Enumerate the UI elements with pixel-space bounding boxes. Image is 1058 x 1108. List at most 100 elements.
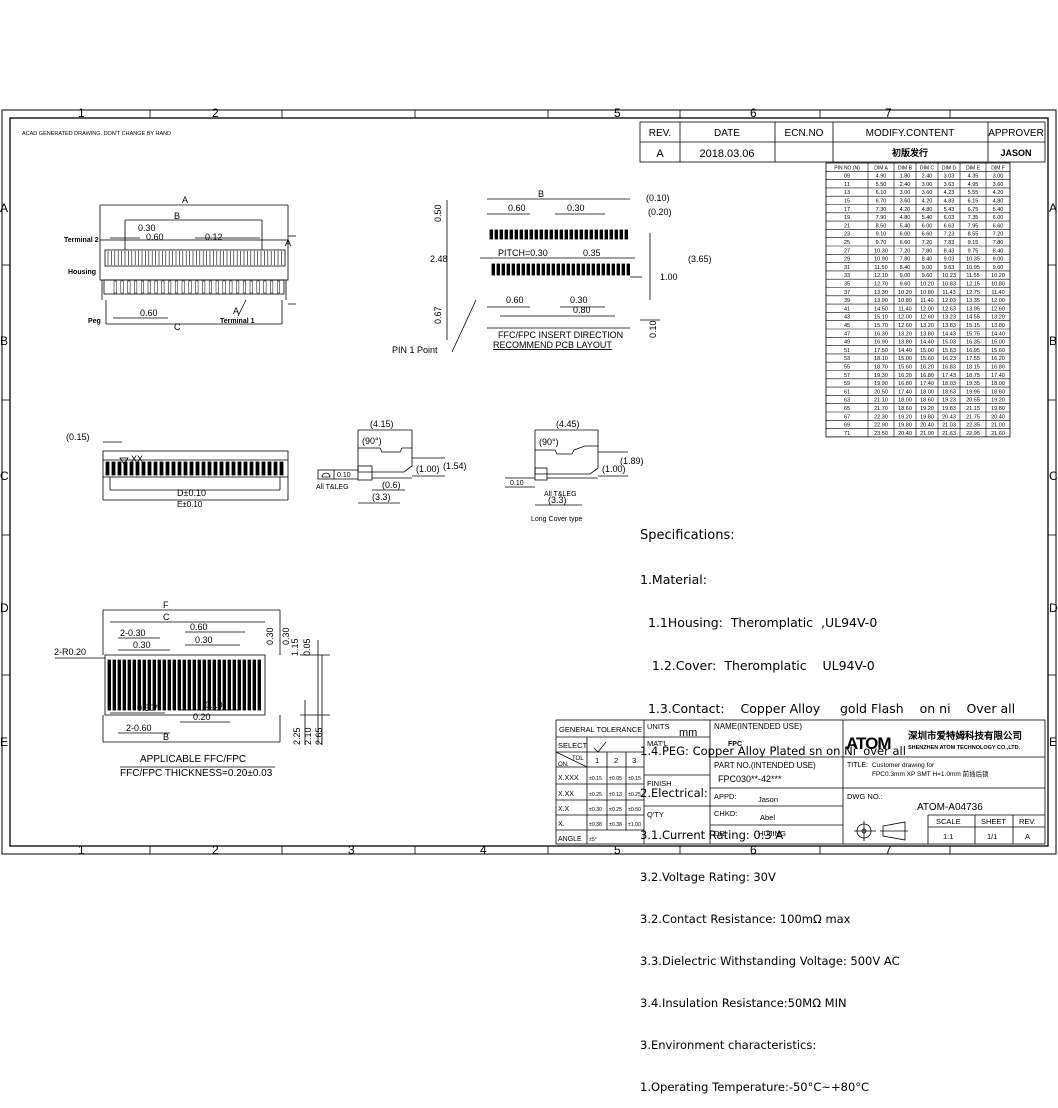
side1-angle: (90°) xyxy=(362,436,382,446)
pin-table-cell: 17.40 xyxy=(898,389,912,395)
row-label-left: A xyxy=(0,201,8,215)
pin-table-cell: 20.40 xyxy=(920,423,934,429)
pin-table-cell: 7.20 xyxy=(993,232,1004,238)
front-view xyxy=(102,441,289,501)
pin-table-cell: 9.10 xyxy=(876,232,887,238)
ffc-finger xyxy=(147,659,151,711)
pin-table-cell: 19.95 xyxy=(966,389,980,395)
pcb-dim-100: 1.00 xyxy=(660,272,678,282)
row-label-left: B xyxy=(0,334,8,348)
pin-table-cell: 18.60 xyxy=(991,389,1005,395)
terminal-lead xyxy=(181,280,185,294)
section-a2: A xyxy=(233,306,239,316)
pin-table-cell: 16.20 xyxy=(991,356,1005,362)
ffc-finger xyxy=(132,659,136,711)
tol-col-3: 3 xyxy=(632,756,636,765)
front-pin xyxy=(243,461,248,476)
pin-table-cell: 15.63 xyxy=(942,348,956,354)
pcb-dim-b: B xyxy=(538,189,544,199)
pin-table-cell: 22.90 xyxy=(874,423,888,429)
rev-value: A xyxy=(656,148,664,160)
ffc-finger xyxy=(247,659,251,711)
pcb-dim-080: 0.80 xyxy=(573,305,591,315)
pin-table-cell: 13.95 xyxy=(966,306,980,312)
pin-table-cell: 16.83 xyxy=(942,365,956,371)
front-pin xyxy=(117,461,122,476)
pin-table-cell: 13.20 xyxy=(920,323,934,329)
tolerance-cell: ANGLE xyxy=(558,836,582,843)
pcb-dim-060b: 0.60 xyxy=(506,295,524,305)
pin-table-cell: 9.00 xyxy=(900,273,911,279)
pin-table-cell: 19.23 xyxy=(942,398,956,404)
pin-table-cell: 47 xyxy=(844,331,850,337)
row-label-right: D xyxy=(1049,601,1058,615)
spec-line: 3.Environment characteristics: xyxy=(640,1038,817,1052)
pin-table-cell: 7.80 xyxy=(922,248,933,254)
pcb-dim-365: (3.65) xyxy=(688,254,712,264)
pin-table-cell: 51 xyxy=(844,348,850,354)
pin-table-header: PIN NO.(N) xyxy=(834,165,860,171)
pin-table-cell: 35 xyxy=(844,282,850,288)
pcb-pad xyxy=(514,229,518,240)
pcb-pad xyxy=(626,263,630,276)
units-value: mm xyxy=(679,727,697,739)
ffc-finger xyxy=(197,659,201,711)
front-pin xyxy=(249,461,254,476)
pin-table-cell: 16.95 xyxy=(966,348,980,354)
dr-label: DR: xyxy=(714,829,727,838)
pcb-pad xyxy=(499,229,503,240)
pcb-pad xyxy=(549,229,553,240)
pin-table-cell: 4.83 xyxy=(944,199,955,205)
terminal-lead xyxy=(161,280,165,294)
terminal-lead xyxy=(256,280,260,294)
pin-table-cell: 3.00 xyxy=(922,182,933,188)
spec-line: 3.2.Contact Resistance: 100mΩ max xyxy=(640,912,851,926)
side2-dim-445: (4.45) xyxy=(556,419,580,429)
chkd-label: CHKD: xyxy=(714,809,737,818)
side2-angle: (90°) xyxy=(539,437,559,447)
ffc-finger xyxy=(232,659,236,711)
row-label-right: A xyxy=(1049,201,1057,215)
pcb-pad xyxy=(599,229,603,240)
pin-table-cell: 23 xyxy=(844,232,850,238)
col-label-top: 2 xyxy=(212,106,219,120)
ffc-thickness-label: FFC/FPC THICKNESS=0.20±0.03 xyxy=(120,768,273,779)
pin-table-cell: 3.00 xyxy=(993,174,1004,180)
pin-table-cell: 16.35 xyxy=(966,340,980,346)
pin-table-cell: 11.55 xyxy=(966,273,979,279)
pcb-dim-010: (0.10) xyxy=(646,193,670,203)
ffc-dim-030star: 0.30* xyxy=(137,703,159,713)
pin-table-cell: 17.40 xyxy=(920,381,934,387)
pin-table-cell: 18.10 xyxy=(874,356,888,362)
col-label-top: 1 xyxy=(78,106,85,120)
pin-table-cell: 27 xyxy=(844,248,850,254)
pin-table-cell: 12.10 xyxy=(874,273,888,279)
pin-table-cell: 12.60 xyxy=(920,315,934,321)
pin-table-cell: 29 xyxy=(844,257,850,263)
ffc-finger xyxy=(187,659,191,711)
rev-date: 2018.03.06 xyxy=(699,148,754,160)
pcb-pad xyxy=(566,263,570,276)
front-pin xyxy=(267,461,272,476)
terminal-lead xyxy=(127,280,131,294)
pin-table-cell: 6.03 xyxy=(944,215,955,221)
name-label: NAME(INTENDED USE) xyxy=(714,722,802,731)
pin-table-cell: 10.80 xyxy=(920,290,934,296)
ffc-finger xyxy=(242,659,246,711)
pin-table-cell: 18.70 xyxy=(874,365,888,371)
pin-table-cell: 10.95 xyxy=(966,265,980,271)
spec-line: 1.Material: xyxy=(640,572,707,587)
tolerance-cell: ±0.25 xyxy=(628,792,641,798)
pin-table-cell: 18.60 xyxy=(898,406,912,412)
pin-table-cell: 9.60 xyxy=(993,265,1004,271)
pin-table-cell: 19 xyxy=(844,215,850,221)
pcb-pad xyxy=(601,263,605,276)
pin-table-cell: 19.20 xyxy=(898,414,912,420)
pin-table-cell: 12.60 xyxy=(898,323,912,329)
pin-table-cell: 10.83 xyxy=(942,282,956,288)
pcb-pad xyxy=(519,229,523,240)
pin-table-cell: 4.23 xyxy=(944,190,955,196)
ffc-finger xyxy=(157,659,161,711)
qty-label: Q'TY xyxy=(647,810,664,819)
pcb-labels: B 0.60 0.30 (0.10) (0.20) 0.50 2.48 PITC… xyxy=(392,189,712,355)
